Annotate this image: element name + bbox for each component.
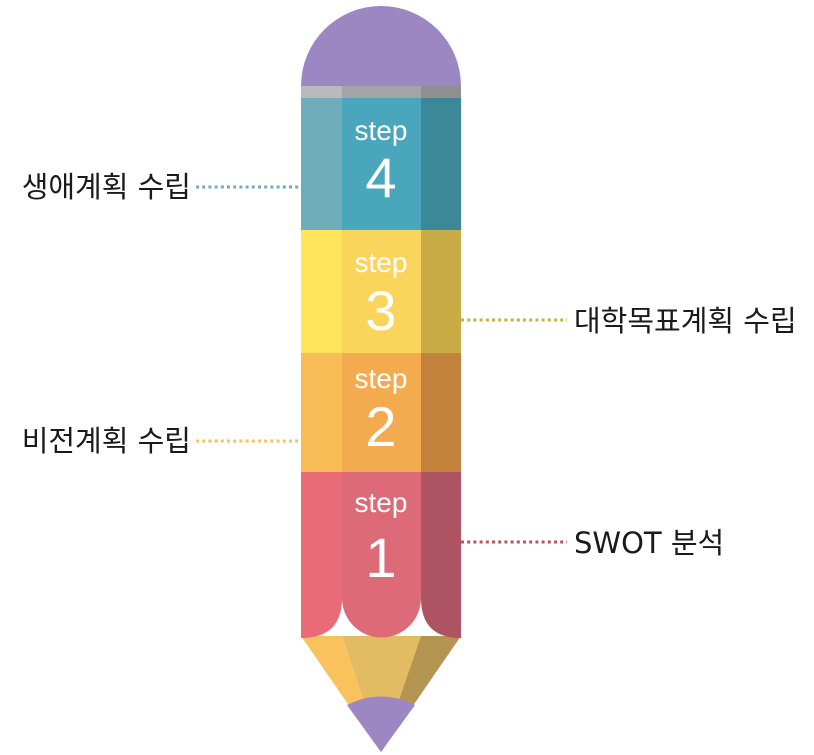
step-2-number: 2 [365, 395, 396, 458]
step-3-word: step [355, 247, 408, 278]
step-2-segment: step 2 [301, 353, 461, 472]
step-1-label: SWOT 분석 [574, 526, 724, 560]
ferrule-right [421, 86, 461, 98]
step-3-number: 3 [365, 279, 396, 342]
step-2-right-band [421, 353, 461, 472]
pencil-wood-mid [342, 636, 421, 752]
step-1-right-band [421, 472, 461, 638]
step-4-word: step [355, 115, 408, 146]
step-4-number: 4 [365, 146, 396, 209]
step-4-right-band [421, 98, 461, 230]
step-1-number: 1 [365, 526, 396, 589]
step-2-label: 비전계획 수립 [22, 424, 191, 458]
ferrule-mid [342, 86, 421, 98]
step-2-word: step [355, 363, 408, 394]
step-2-mid-band [342, 353, 421, 472]
step-4-segment: step 4 [301, 98, 461, 230]
step-1-mid-band [342, 472, 421, 638]
step-4-label: 생애계획 수립 [22, 170, 191, 204]
step-1-segment: step 1 [301, 472, 461, 638]
step-1-word: step [355, 487, 408, 518]
pencil-lead [347, 696, 415, 752]
step-4-mid-band [342, 98, 421, 230]
step-3-segment: step 3 [301, 230, 461, 353]
ferrule-left [301, 86, 342, 98]
step-3-right-band [421, 230, 461, 353]
pencil-eraser [301, 6, 461, 86]
step-3-left-band [301, 230, 342, 353]
step-3-mid-band [342, 230, 421, 353]
step-1-left-band [301, 472, 342, 638]
step-3-label: 대학목표계획 수립 [574, 304, 797, 338]
step-4-left-band [301, 98, 342, 230]
step-2-left-band [301, 353, 342, 472]
